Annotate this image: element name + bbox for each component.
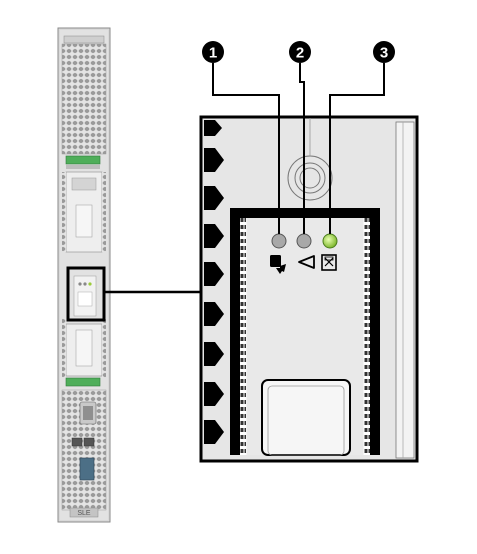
callout-1-number: 1 bbox=[209, 45, 217, 62]
blade-label: SLE bbox=[77, 510, 91, 517]
blade-highlight-box bbox=[66, 266, 106, 322]
callout-1-marker bbox=[202, 41, 224, 63]
green-latch-bottom bbox=[65, 377, 101, 387]
green-latch-top bbox=[65, 155, 101, 165]
callout-2-marker bbox=[289, 41, 311, 63]
callout-3: 3 bbox=[329, 41, 395, 234]
callout-2: 2 bbox=[289, 41, 311, 234]
ok-power-led bbox=[322, 233, 338, 249]
callout-1-leader bbox=[212, 63, 280, 234]
callout-1: 1 bbox=[202, 41, 280, 234]
lower-recess bbox=[261, 379, 351, 456]
callout-2-leader bbox=[299, 63, 305, 234]
callout-3-leader bbox=[329, 63, 385, 234]
usb-port-1 bbox=[71, 437, 83, 447]
ok-icon bbox=[321, 254, 337, 271]
locate-led bbox=[296, 233, 312, 249]
callout-2-number: 2 bbox=[296, 45, 304, 62]
callout-3-number: 3 bbox=[380, 45, 388, 62]
callout-3-marker bbox=[373, 41, 395, 63]
service-action-led bbox=[271, 233, 287, 249]
wrench-icon bbox=[270, 255, 286, 274]
server-blade: SLE bbox=[57, 27, 111, 523]
detail-panel bbox=[199, 115, 419, 463]
chevron-vents bbox=[204, 120, 224, 444]
top-handle-tab bbox=[63, 35, 105, 44]
usb-port-2 bbox=[83, 437, 95, 447]
network-port bbox=[79, 457, 95, 481]
vent-top bbox=[61, 43, 107, 155]
locate-triangle-icon bbox=[298, 255, 315, 269]
